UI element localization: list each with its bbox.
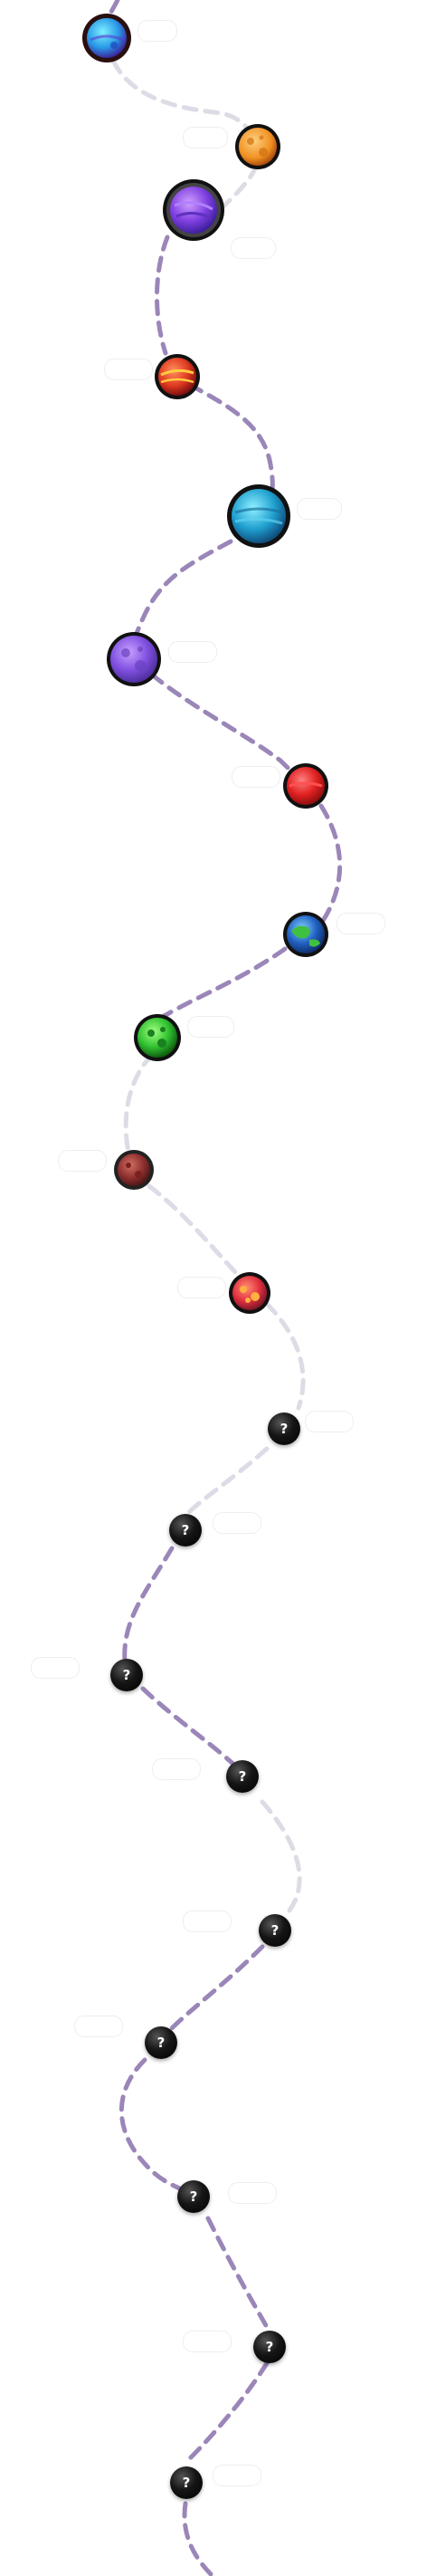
level-label xyxy=(74,2016,123,2037)
level-label xyxy=(168,641,217,663)
path-segment xyxy=(155,235,170,356)
question-mark-icon: ? xyxy=(238,1768,247,1785)
level-label xyxy=(31,1657,80,1679)
question-mark-icon: ? xyxy=(122,1667,131,1683)
level-node-11[interactable] xyxy=(228,1271,271,1315)
level-label xyxy=(183,1910,232,1932)
path-segment xyxy=(264,1301,306,1411)
level-label xyxy=(231,237,276,259)
crimson-planet-icon xyxy=(229,1272,270,1314)
question-mark-icon: ? xyxy=(189,2188,198,2205)
level-node-16[interactable]: ? xyxy=(259,1914,291,1947)
level-node-3[interactable] xyxy=(162,178,225,242)
violet-moon-icon xyxy=(107,632,161,686)
level-label xyxy=(232,766,280,788)
question-mark-icon: ? xyxy=(156,2035,166,2051)
question-mark-icon: ? xyxy=(270,1922,280,1939)
level-label xyxy=(305,1411,354,1432)
level-node-4[interactable] xyxy=(154,353,201,400)
level-node-14[interactable]: ? xyxy=(110,1659,143,1691)
path-segment xyxy=(147,1183,242,1279)
path-segment xyxy=(169,1944,265,2031)
level-label xyxy=(187,1016,234,1038)
level-node-1[interactable] xyxy=(81,13,132,63)
path-segment xyxy=(178,1446,270,1524)
orange-moon-icon xyxy=(235,124,280,169)
level-node-19[interactable]: ? xyxy=(253,2331,286,2363)
path-segment xyxy=(140,1686,242,1773)
level-label xyxy=(183,2331,232,2352)
earth-planet-icon xyxy=(283,912,328,957)
level-node-5[interactable] xyxy=(226,484,291,549)
level-label xyxy=(177,1277,226,1298)
level-label xyxy=(183,127,228,148)
level-label xyxy=(58,1150,107,1172)
path-segment xyxy=(205,2216,270,2330)
level-node-17[interactable]: ? xyxy=(145,2026,177,2059)
level-node-10[interactable] xyxy=(113,1149,155,1191)
level-label xyxy=(297,498,342,520)
level-node-8[interactable] xyxy=(282,911,329,958)
path-segment xyxy=(149,672,306,789)
level-node-18[interactable]: ? xyxy=(177,2180,210,2213)
question-mark-icon: ? xyxy=(280,1421,289,1437)
level-node-9[interactable] xyxy=(133,1013,182,1062)
level-node-6[interactable] xyxy=(106,631,162,687)
red-gas-planet-icon xyxy=(283,763,328,809)
level-label xyxy=(336,913,385,934)
path-segment xyxy=(122,1546,175,1664)
level-node-12[interactable]: ? xyxy=(268,1412,300,1445)
path-segment xyxy=(260,1799,302,1913)
question-mark-icon: ? xyxy=(181,1522,190,1538)
level-node-15[interactable]: ? xyxy=(226,1760,259,1793)
level-label xyxy=(213,1512,261,1534)
level-label xyxy=(137,20,177,42)
green-planet-icon xyxy=(134,1014,181,1061)
question-mark-icon: ? xyxy=(182,2475,191,2491)
level-node-7[interactable] xyxy=(282,762,329,809)
purple-planet-icon xyxy=(163,179,224,241)
brown-planet-icon xyxy=(114,1150,154,1190)
level-label xyxy=(213,2465,261,2486)
red-planet-icon xyxy=(155,354,200,399)
cyan-planet-icon xyxy=(227,484,290,548)
level-label xyxy=(104,359,153,380)
path-segment xyxy=(131,539,233,659)
path-segment xyxy=(182,2501,215,2576)
level-node-2[interactable] xyxy=(234,123,281,170)
level-node-13[interactable]: ? xyxy=(169,1514,202,1547)
level-node-20[interactable]: ? xyxy=(170,2466,203,2499)
path-segment xyxy=(187,2361,270,2461)
question-mark-icon: ? xyxy=(265,2339,274,2355)
path-segment xyxy=(118,2057,188,2194)
level-label xyxy=(228,2182,277,2204)
blue-planet-icon xyxy=(82,14,131,62)
path-segment xyxy=(153,946,288,1026)
path-segment xyxy=(123,1052,155,1166)
level-label xyxy=(152,1758,201,1780)
path-segment xyxy=(104,38,261,148)
